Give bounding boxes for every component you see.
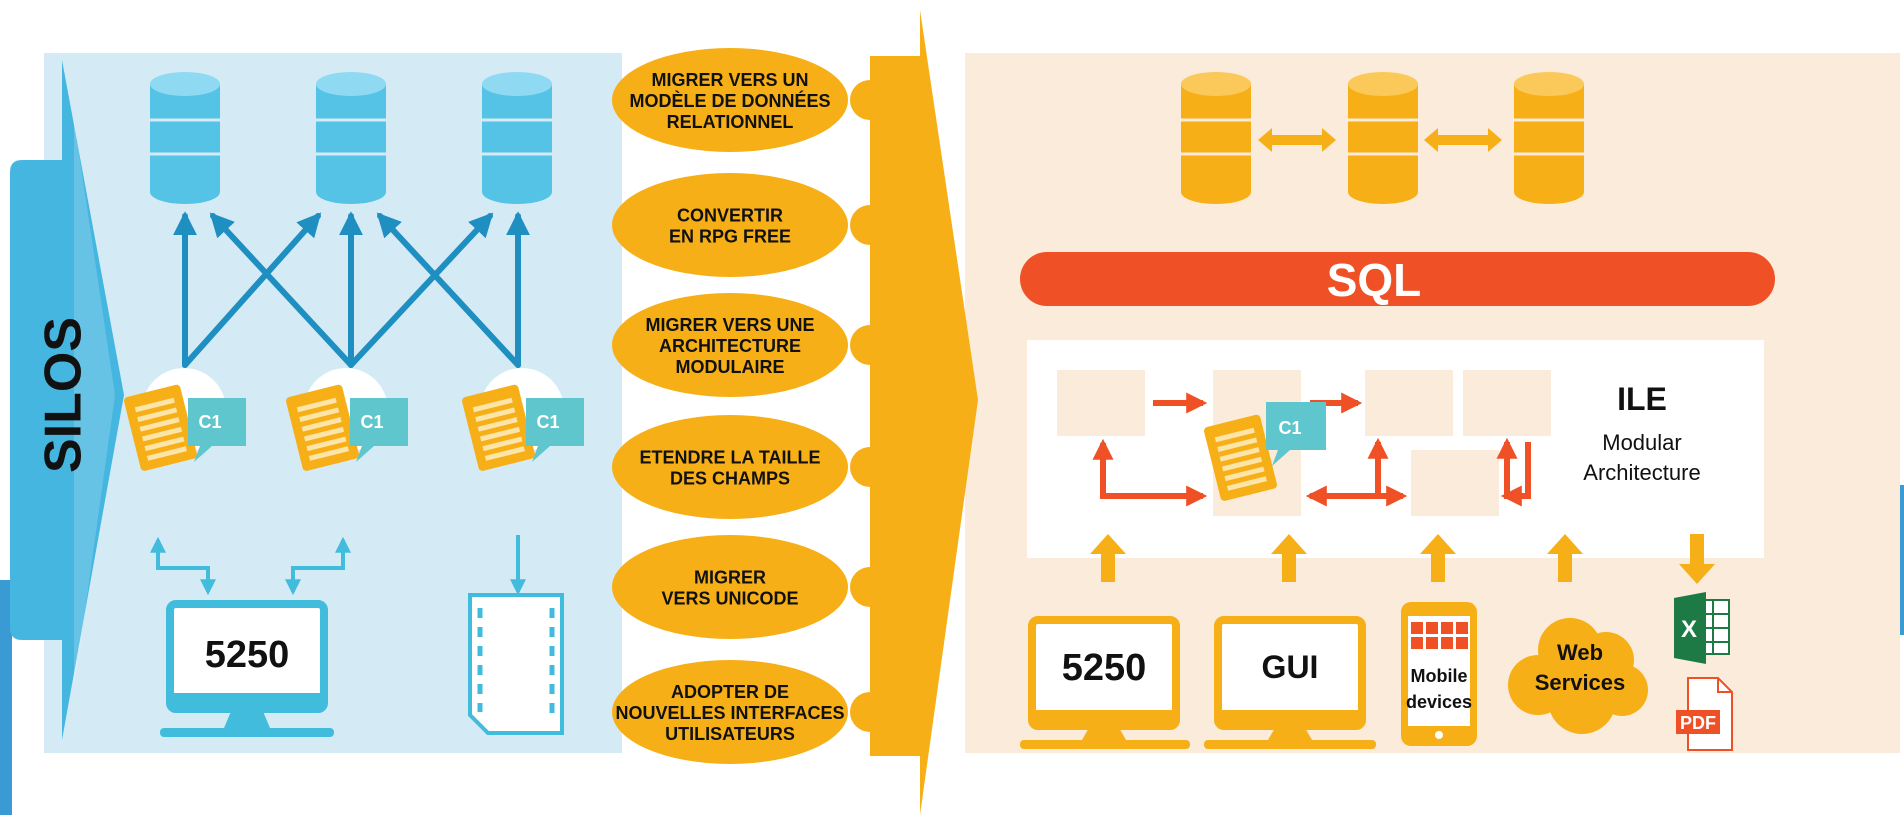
step-text-line: CONVERTIR <box>677 206 783 226</box>
terminal-5250-icon: 5250 <box>160 600 334 737</box>
step-text-line: NOUVELLES INTERFACES <box>615 703 844 723</box>
step-ellipse <box>612 48 848 152</box>
silos-tab: SILOS <box>10 60 124 740</box>
terminal-5250-icon: 5250 <box>1020 616 1190 749</box>
step-text-line: VERS UNICODE <box>661 589 798 609</box>
transformation-arrow <box>870 10 978 815</box>
gui-monitor-icon: GUI <box>1204 616 1376 749</box>
step-text-line: ARCHITECTURE <box>659 336 801 356</box>
step-ellipse <box>612 173 848 277</box>
step-text-line: MODÈLE DE DONNÉES <box>629 90 830 111</box>
step-text-line: MIGRER <box>694 568 766 588</box>
io-arrows <box>150 535 526 596</box>
terminal-label: 5250 <box>1062 647 1147 689</box>
step-text-line: UTILISATEURS <box>665 724 795 744</box>
mobile-label-2: devices <box>1406 692 1472 712</box>
step-ellipse <box>612 293 848 397</box>
ile-arrows <box>1092 392 1531 507</box>
right-edge-decoration <box>1898 485 1904 635</box>
step-text-line: DES CHAMPS <box>670 469 790 489</box>
step-ellipse <box>612 660 848 764</box>
ile-subtitle-2: Architecture <box>1583 460 1700 485</box>
database-icon <box>1348 72 1418 204</box>
excel-letter: X <box>1681 616 1697 643</box>
step-text-line: MIGRER VERS UNE <box>645 315 814 335</box>
pdf-label: PDF <box>1680 713 1716 733</box>
step-connectors <box>850 80 890 732</box>
silos-label: SILOS <box>35 317 93 473</box>
program-icon: C1 <box>124 368 246 471</box>
database-icon <box>482 72 552 204</box>
web-label-2: Services <box>1535 670 1626 695</box>
program-tag: C1 <box>198 412 221 432</box>
step-text-line: MODULAIRE <box>676 357 785 377</box>
web-label-1: Web <box>1557 640 1603 665</box>
database-icon <box>316 72 386 204</box>
printout-icon <box>468 593 564 735</box>
step-text-line: ETENDRE LA TAILLE <box>640 448 821 468</box>
database-icon <box>1514 72 1584 204</box>
interface-arrows <box>1090 534 1715 584</box>
ile-subtitle-1: Modular <box>1602 430 1681 455</box>
step-ellipse <box>612 415 848 519</box>
step-text-line: MIGRER VERS UN <box>651 70 808 90</box>
data-access-arrows <box>173 211 530 368</box>
sql-bar <box>1020 252 1775 306</box>
database-icon <box>150 72 220 204</box>
gui-label: GUI <box>1262 649 1319 685</box>
ile-title: ILE <box>1617 381 1667 417</box>
step-text-line: RELATIONNEL <box>667 112 794 132</box>
mobile-device-icon: Mobile devices <box>1401 602 1477 746</box>
program-tag: C1 <box>360 412 383 432</box>
mobile-label-1: Mobile <box>1411 666 1468 686</box>
database-link-arrows <box>1258 128 1502 152</box>
program-tag: C1 <box>1278 418 1301 438</box>
pdf-icon: PDF <box>1676 677 1733 751</box>
sql-label: SQL <box>1327 254 1422 306</box>
left-edge-decoration <box>0 580 12 815</box>
web-services-cloud-icon: Web Services <box>1508 618 1648 734</box>
step-ellipse <box>612 535 848 639</box>
step-text-line: EN RPG FREE <box>669 227 791 247</box>
program-tag: C1 <box>536 412 559 432</box>
database-icon <box>1181 72 1251 204</box>
step-text-line: ADOPTER DE <box>671 682 789 702</box>
program-icon: C1 <box>1204 402 1326 501</box>
program-icon: C1 <box>286 368 408 471</box>
program-icon: C1 <box>462 368 584 471</box>
terminal-label: 5250 <box>205 634 290 676</box>
excel-icon: X <box>1674 592 1730 664</box>
